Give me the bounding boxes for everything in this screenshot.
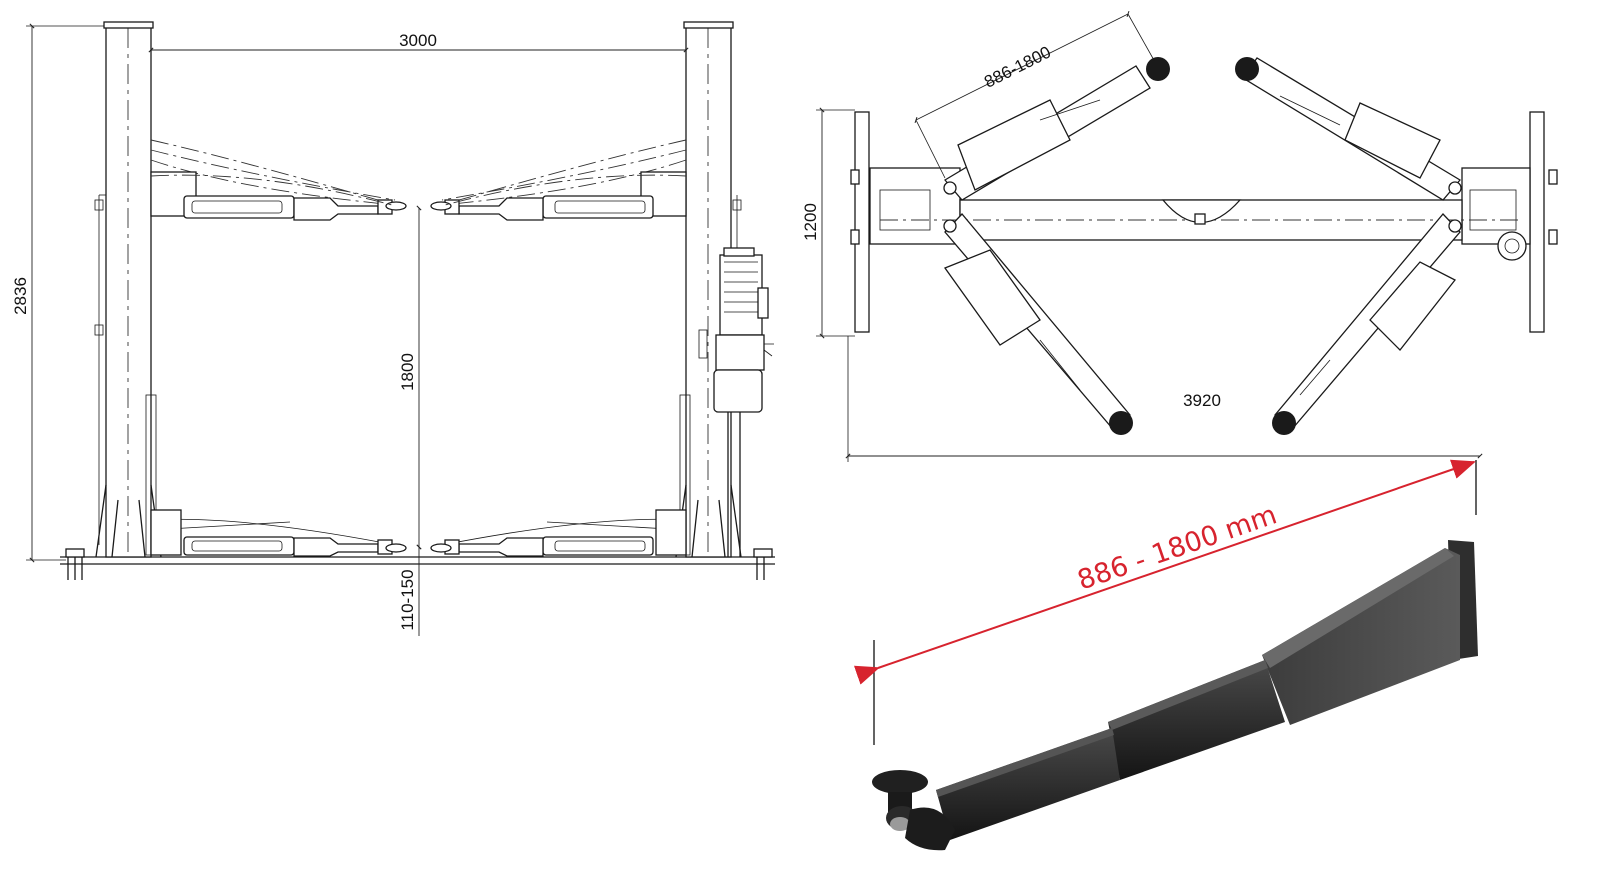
top-view: 886-1800 1200 3920 <box>801 10 1558 462</box>
right-arms-lowered <box>430 509 687 557</box>
arm-range-label: 886-1800 <box>981 43 1054 92</box>
dimension-110-150: 110-150 <box>398 544 422 636</box>
overall-width-label: 3920 <box>1183 391 1221 410</box>
lift-height-label: 1800 <box>398 353 417 391</box>
rubber-pad <box>872 770 928 794</box>
left-arms-raised <box>150 139 407 221</box>
motor-top <box>1497 231 1527 261</box>
arm-middle-section <box>1108 660 1285 780</box>
right-arms-raised <box>430 139 687 221</box>
arm-inner-section <box>936 728 1120 840</box>
arm-lower-right <box>1272 213 1462 435</box>
range-arrow <box>853 459 1476 685</box>
pad-screw <box>890 817 910 831</box>
front-view: 3000 2836 1800 110-150 <box>11 21 775 636</box>
dimension-1800: 1800 <box>398 205 422 550</box>
left-base-plate <box>854 111 870 333</box>
right-column-housing <box>1461 167 1531 245</box>
motor-pump-unit <box>698 247 774 557</box>
arm-photo: 886 - 1800 mm <box>853 459 1478 851</box>
arm-lower-left <box>943 213 1133 435</box>
width-label: 3000 <box>399 31 437 50</box>
dimension-2836: 2836 <box>11 23 104 563</box>
left-column <box>65 21 162 580</box>
arm-upper-right <box>1235 57 1462 201</box>
right-base-plate <box>1529 111 1545 333</box>
dimension-3000: 3000 <box>148 31 689 140</box>
height-label: 2836 <box>11 277 30 315</box>
min-height-label: 110-150 <box>398 569 417 630</box>
arm-base <box>1262 548 1460 725</box>
arm-upper-left <box>943 57 1170 201</box>
range-label: 886 - 1800 mm <box>1074 499 1281 596</box>
depth-label: 1200 <box>801 203 820 241</box>
dimension-3920: 3920 <box>845 336 1483 462</box>
left-arms-lowered <box>150 509 407 557</box>
dimension-1200: 1200 <box>801 107 855 339</box>
